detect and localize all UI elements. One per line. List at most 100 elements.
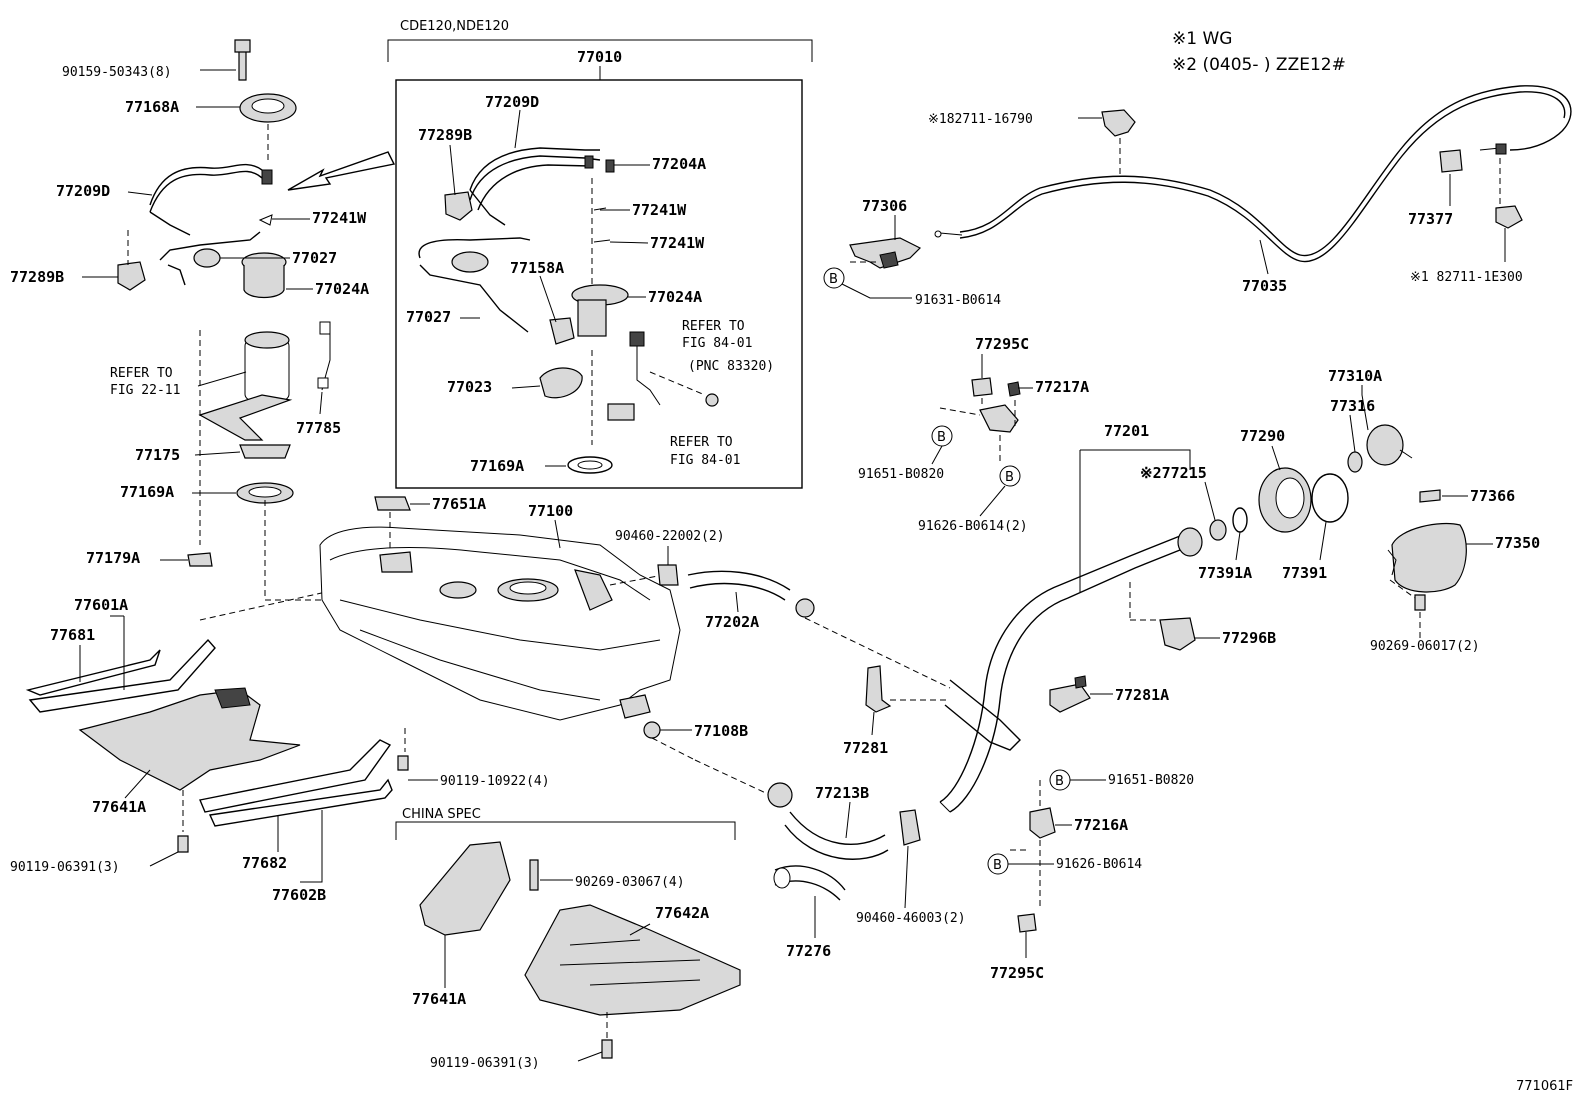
part-91626-B0614-2[interactable]: 91626-B0614(2) [918,519,1028,534]
callout-b-91626-2[interactable]: B [999,465,1021,487]
part-77035[interactable]: 77035 [1242,277,1287,295]
leader-77209D [127,191,153,196]
part-77216A[interactable]: 77216A [1074,816,1128,834]
part-77276[interactable]: 77276 [786,942,831,960]
hose-77202A-top [687,570,791,591]
part-77306[interactable]: 77306 [862,197,907,215]
callout-b-91651-bottom[interactable]: B [1049,769,1071,791]
part-77350[interactable]: 77350 [1495,534,1540,552]
leader-77290 [1271,445,1281,471]
part-77024A[interactable]: 77024A [315,280,369,298]
part-77213B[interactable]: 77213B [815,784,869,802]
part-91626-B0614[interactable]: 91626-B0614 [1056,857,1142,872]
inset-frame [395,79,803,489]
part-77391A-ring [1232,507,1248,533]
part-77316-ring [1347,451,1363,473]
part-77169A[interactable]: 77169A [120,483,174,501]
part-77601A[interactable]: 77601A [74,596,128,614]
part-77209D-inset[interactable]: 77209D [485,93,539,111]
part-77681[interactable]: 77681 [50,626,95,644]
part-77785[interactable]: 77785 [296,419,341,437]
part-77241W[interactable]: 77241W [312,209,367,227]
part-90460-46003[interactable]: 90460-46003(2) [856,911,966,926]
part-77201[interactable]: 77201 [1104,422,1149,440]
part-77295C-top[interactable]: 77295C [975,335,1029,353]
part-90159-50343[interactable]: 90159-50343(8) [62,65,172,80]
part-77281A-bracket [1049,683,1091,713]
part-77316[interactable]: 77316 [1330,397,1375,415]
part-77204A-inset[interactable]: 77204A [652,155,706,173]
part-77209D[interactable]: 77209D [56,182,110,200]
part-77179A[interactable]: 77179A [86,549,140,567]
retainer-ring-hole [251,98,285,114]
part-77108B[interactable]: 77108B [694,722,748,740]
cable-77035-a [959,85,1572,257]
part-77391[interactable]: 77391 [1282,564,1327,582]
part-77202A[interactable]: 77202A [705,613,759,631]
part-77289B[interactable]: 77289B [10,268,64,286]
part-77281A[interactable]: 77281A [1115,686,1169,704]
part-90119-06391-china[interactable]: 90119-06391(3) [430,1056,540,1071]
part-77310A[interactable]: 77310A [1328,367,1382,385]
inset-hose-a [469,147,600,191]
part-77023-inset[interactable]: 77023 [447,378,492,396]
part-77651A[interactable]: 77651A [432,495,486,513]
callout-b-91651-top[interactable]: B [931,425,953,447]
axis-77108B [651,737,696,761]
part-77642A[interactable]: 77642A [655,904,709,922]
china-spec-section: CHINA SPEC [395,807,741,1059]
part-77295C-bottom[interactable]: 77295C [990,964,1044,982]
protector-77641A-china [419,841,511,936]
callout-b-91631[interactable]: B [823,267,845,289]
part-90119-06391[interactable]: 90119-06391(3) [10,860,120,875]
refer-fig-84-01[interactable]: REFER TO FIG 84-01 [670,435,740,468]
part-77027-inset[interactable]: 77027 [406,308,451,326]
part-77217A[interactable]: 77217A [1035,378,1089,396]
part-77241W-inset-2[interactable]: 77241W [650,234,705,252]
tank-pump-opening-inner [509,581,547,595]
pad-77651A [374,496,411,511]
part-77169A-inset[interactable]: 77169A [470,457,524,475]
part-77641A-china[interactable]: 77641A [412,990,466,1008]
part-77391A[interactable]: 77391A [1198,564,1252,582]
part-90460-22002[interactable]: 90460-22002(2) [615,529,725,544]
part-77641A[interactable]: 77641A [92,798,146,816]
strap-77681 [25,649,161,696]
note-1: ※1 WG [1172,29,1232,49]
part-77024A-inset[interactable]: 77024A [648,288,702,306]
protector-ribs [559,939,701,986]
part-77290[interactable]: 77290 [1240,427,1285,445]
callout-b-letter: B [829,272,838,287]
part-77241W-inset-1[interactable]: 77241W [632,201,687,219]
part-77168A[interactable]: 77168A [125,98,179,116]
inset-sensor [549,317,575,345]
part-77100[interactable]: 77100 [528,502,573,520]
part-77158A-inset[interactable]: 77158A [510,259,564,277]
part-77296B[interactable]: 77296B [1222,629,1276,647]
part-77682[interactable]: 77682 [242,854,287,872]
refer-fig-22-11[interactable]: REFER TO FIG 22-11 [110,366,180,398]
door-hinge [1387,549,1397,576]
part-91651-B0820-top[interactable]: 91651-B0820 [858,467,944,482]
part-77377[interactable]: 77377 [1408,210,1453,228]
part-82711-16790[interactable]: ※182711-16790 [928,112,1033,127]
callout-b-91626[interactable]: B [987,853,1009,875]
part-77027[interactable]: 77027 [292,249,337,267]
screw-90269-06017 [1414,594,1426,611]
part-77366[interactable]: 77366 [1470,487,1515,505]
hose-clamp [795,598,815,618]
part-77281-bracket [865,665,892,713]
part-90119-10922[interactable]: 90119-10922(4) [440,774,550,789]
leader-77281 [871,711,875,736]
part-77289B-inset[interactable]: 77289B [418,126,472,144]
part-77281[interactable]: 77281 [843,739,888,757]
part-91651-B0820-bottom[interactable]: 91651-B0820 [1108,773,1194,788]
part-77215[interactable]: ※277215 [1140,464,1207,482]
part-91631-B0614[interactable]: 91631-B0614 [915,293,1001,308]
part-77602B[interactable]: 77602B [272,886,326,904]
refer-fig-84-01-pnc[interactable]: REFER TO FIG 84-01 (PNC 83320) [682,319,774,374]
part-77175[interactable]: 77175 [135,446,180,464]
part-90269-03067[interactable]: 90269-03067(4) [575,875,685,890]
part-90269-06017[interactable]: 90269-06017(2) [1370,639,1480,654]
part-82711-1E300[interactable]: ※1 82711-1E300 [1410,270,1523,285]
